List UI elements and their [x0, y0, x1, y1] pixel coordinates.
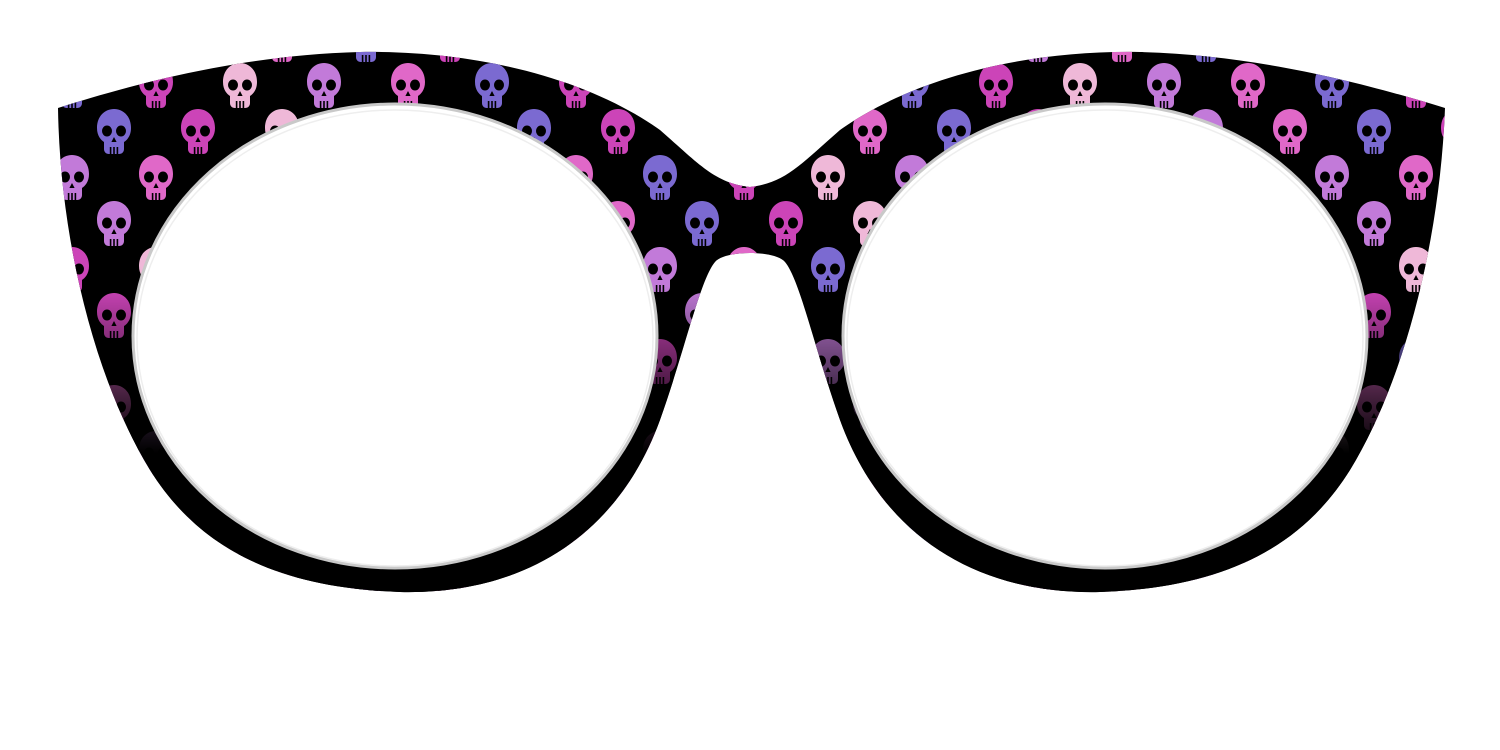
- skull-icon: [1399, 523, 1433, 568]
- left-lens: [131, 102, 659, 570]
- skull-icon: [181, 569, 215, 593]
- skull-icon: [769, 385, 803, 430]
- skull-icon: [769, 569, 803, 593]
- skull-icon: [1357, 477, 1391, 522]
- skull-icon: [853, 569, 887, 593]
- skull-icon: [1441, 385, 1445, 430]
- skull-icon: [58, 431, 89, 476]
- skull-icon: [727, 63, 761, 108]
- skull-icon: [13, 569, 47, 614]
- skull-icon: [727, 339, 761, 384]
- skull-icon: [769, 293, 803, 338]
- skull-icon: [601, 569, 635, 593]
- skull-icon: [727, 523, 761, 568]
- skull-icon: [13, 477, 47, 522]
- skull-icon: [13, 293, 47, 338]
- skull-icon: [685, 51, 719, 62]
- skull-icon: [937, 51, 971, 62]
- skull-icon: [1021, 51, 1055, 62]
- skull-icon: [601, 51, 635, 62]
- skull-icon: [685, 385, 719, 430]
- skull-icon: [1441, 51, 1445, 62]
- skull-icon: [517, 569, 551, 593]
- skull-icon: [1441, 293, 1445, 338]
- skull-icon: [13, 201, 47, 246]
- skull-icon: [181, 51, 215, 62]
- skull-icon: [1357, 51, 1391, 62]
- skull-icon: [769, 109, 803, 154]
- skull-icon: [937, 569, 971, 593]
- skull-icon: [433, 51, 467, 62]
- skull-icon: [1357, 569, 1391, 593]
- skull-icon: [13, 385, 47, 430]
- skull-icon: [811, 431, 845, 476]
- skull-icon: [265, 51, 299, 62]
- skull-icon: [1441, 569, 1445, 593]
- skull-icon: [853, 51, 887, 62]
- skull-icon: [97, 51, 131, 62]
- skull-icon: [685, 569, 719, 593]
- right-lens: [841, 102, 1369, 570]
- skull-icon: [58, 339, 89, 384]
- skull-icon: [643, 63, 677, 108]
- skull-icon: [13, 17, 47, 62]
- skull-icon: [1273, 51, 1307, 62]
- skull-icon: [769, 477, 803, 522]
- skull-icon: [811, 63, 845, 108]
- skull-icon: [769, 51, 803, 62]
- skull-icon: [811, 523, 845, 568]
- skull-icon: [97, 477, 131, 522]
- skull-icon: [13, 109, 47, 154]
- skull-icon: [685, 109, 719, 154]
- skull-icon: [1273, 569, 1307, 593]
- skull-icon: [58, 523, 89, 568]
- skull-icon: [727, 431, 761, 476]
- skull-icon: [1315, 523, 1349, 568]
- skull-icon: [1441, 109, 1445, 154]
- skull-icon: [517, 51, 551, 62]
- skull-icon: [97, 569, 131, 593]
- skull-icon: [1441, 477, 1445, 522]
- skull-icon: [1441, 201, 1445, 246]
- skull-icon: [643, 523, 677, 568]
- skull-icon: [139, 523, 173, 568]
- skull-icon: [1399, 431, 1433, 476]
- skull-icon: [685, 477, 719, 522]
